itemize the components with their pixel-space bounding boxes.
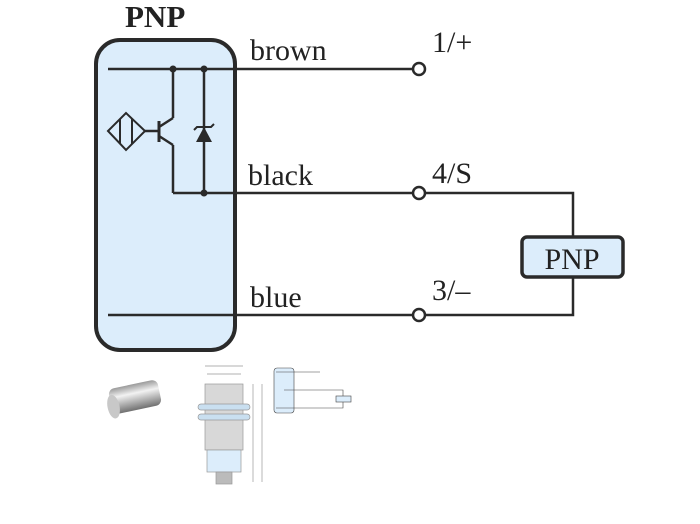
inductive-sensor-icon: [106, 111, 147, 152]
junction-dots: [169, 65, 208, 197]
terminals: [411, 61, 427, 323]
zener-diode-icon: [193, 123, 215, 142]
wires: [108, 67, 575, 317]
terminal-1: [411, 61, 427, 77]
wire-label-blue: blue: [250, 281, 302, 314]
thumbnail-dimension-drawing[interactable]: [197, 365, 263, 485]
terminal-label-1: 1/+: [432, 26, 472, 59]
load-wire-bottom: [425, 277, 575, 317]
load-wire-top: [425, 191, 575, 237]
load-label: PNP: [544, 243, 599, 276]
sensor-body: [94, 38, 237, 352]
thumbnail-sensor-photo[interactable]: [105, 379, 162, 420]
wire-label-black: black: [248, 159, 313, 192]
terminal-label-4: 4/S: [432, 157, 472, 190]
load-box: [520, 235, 625, 279]
thumbnail-wiring-diagram[interactable]: [273, 367, 352, 414]
terminal-3: [411, 307, 427, 323]
terminal-4: [411, 185, 427, 201]
wire-label-brown: brown: [250, 34, 327, 67]
terminal-label-3: 3/–: [432, 274, 471, 307]
diagram-title: PNP: [125, 0, 185, 34]
